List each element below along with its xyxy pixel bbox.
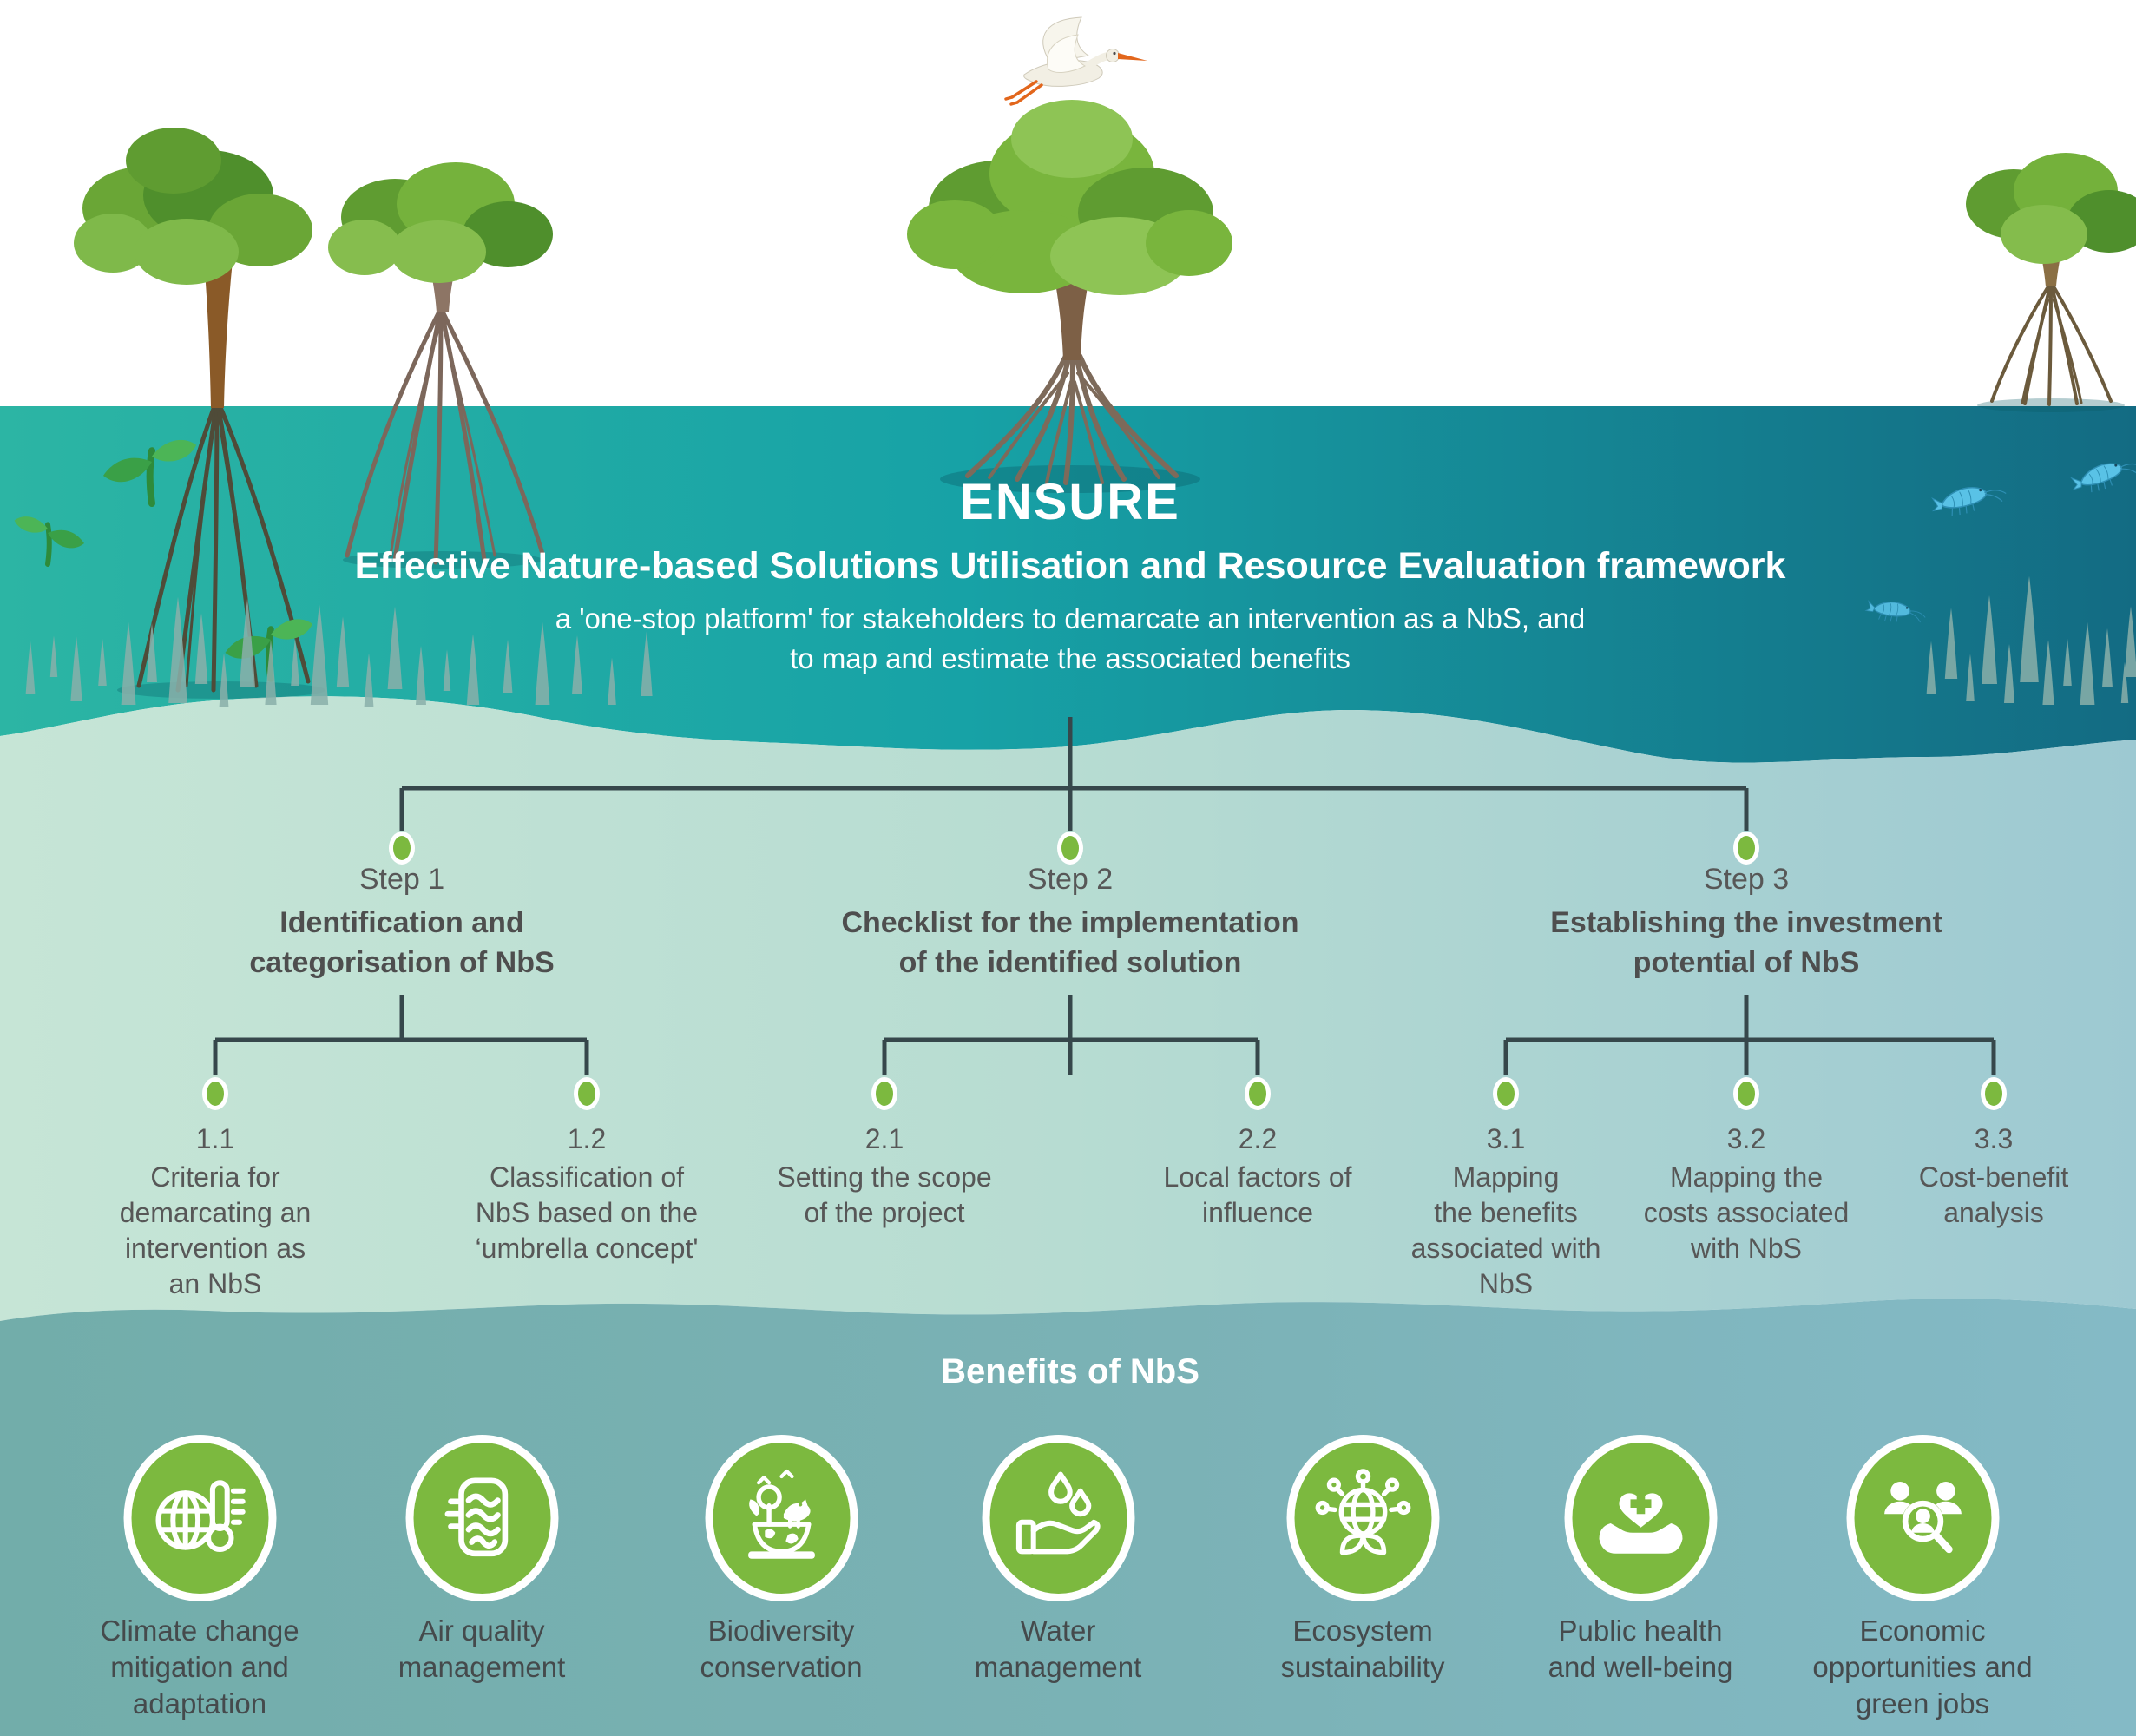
substep-3-3-text: Cost-benefit analysis xyxy=(1918,1161,2069,1228)
mangrove-tree-midleft-icon xyxy=(328,162,553,569)
climate-icon xyxy=(123,1435,276,1601)
substep-2-1-text: Setting the scope of the project xyxy=(777,1161,992,1228)
benefit-label: Climate change mitigation and adaptation xyxy=(100,1614,299,1720)
benefit-public-health: Public health and well-being xyxy=(1491,1432,1791,1686)
substep-2-2-text: Local factors of influence xyxy=(1163,1161,1352,1228)
substep-1-1-number: 1.1 xyxy=(195,1123,235,1154)
biodiversity-icon xyxy=(705,1435,858,1601)
substep-1-2-number: 1.2 xyxy=(567,1123,607,1154)
step-3-label: Step 3 xyxy=(1703,863,1790,896)
page-tagline: a 'one-stop platform' for stakeholders t… xyxy=(555,602,1586,674)
public-health-icon xyxy=(1564,1435,1717,1601)
step-1-label: Step 1 xyxy=(358,863,445,896)
benefit-climate: Climate change mitigation and adaptation xyxy=(50,1432,350,1722)
mangrove-tree-center-icon xyxy=(907,100,1232,493)
substep-1-2-text: Classification of NbS based on the ‘umbr… xyxy=(475,1161,699,1264)
benefits-title: Benefits of NbS xyxy=(941,1352,1199,1391)
substep-2-1-number: 2.1 xyxy=(864,1123,904,1154)
benefit-label: Air quality management xyxy=(398,1614,566,1683)
benefit-economic: Economic opportunities and green jobs xyxy=(1773,1432,2073,1722)
page-title: ENSURE xyxy=(960,474,1180,530)
benefit-label: Water management xyxy=(974,1614,1142,1683)
step-2-title: Checklist for the implementation of the … xyxy=(841,906,1299,979)
substep-3-2-number: 3.2 xyxy=(1726,1123,1766,1154)
benefit-water: Water management xyxy=(909,1432,1208,1686)
air-quality-icon xyxy=(405,1435,558,1601)
stork-icon xyxy=(1004,16,1147,106)
step-2-label: Step 2 xyxy=(1027,863,1114,896)
substep-3-1-number: 3.1 xyxy=(1486,1123,1526,1154)
substep-3-2-text: Mapping the costs associated with NbS xyxy=(1643,1161,1850,1264)
substep-1-1-text: Criteria for demarcating an intervention… xyxy=(119,1161,312,1299)
water-icon xyxy=(982,1435,1134,1601)
benefit-label: Public health and well-being xyxy=(1548,1614,1733,1683)
benefit-air-quality: Air quality management xyxy=(332,1432,632,1686)
step-1-title: Identification and categorisation of NbS xyxy=(249,906,555,979)
benefit-ecosystem: Ecosystem sustainability xyxy=(1213,1432,1513,1686)
benefit-biodiversity: Biodiversity conservation xyxy=(632,1432,931,1686)
substep-3-1-text: Mapping the benefits associated with NbS xyxy=(1410,1161,1601,1299)
benefit-label: Economic opportunities and green jobs xyxy=(1812,1614,2033,1720)
benefit-label: Biodiversity conservation xyxy=(700,1614,863,1683)
benefit-label: Ecosystem sustainability xyxy=(1280,1614,1445,1683)
page-subtitle: Effective Nature-based Solutions Utilisa… xyxy=(354,545,1786,587)
substep-2-2-number: 2.2 xyxy=(1238,1123,1278,1154)
substep-3-3-number: 3.3 xyxy=(1974,1123,2014,1154)
ecosystem-icon xyxy=(1286,1435,1439,1601)
mangrove-tree-right-icon xyxy=(1966,153,2136,412)
economic-icon xyxy=(1846,1435,1999,1601)
step-3-title: Establishing the investment potential of… xyxy=(1550,906,1942,979)
